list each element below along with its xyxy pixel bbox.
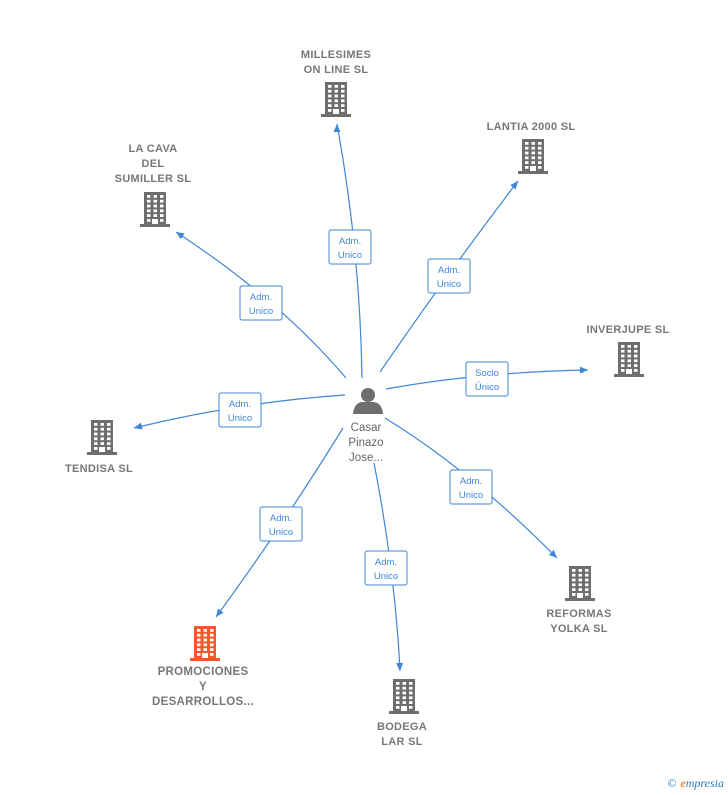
arrowhead-reformas xyxy=(548,549,557,558)
copyright-icon: © xyxy=(667,776,677,790)
company-name-reformas[interactable]: REFORMAS YOLKA SL xyxy=(546,608,612,635)
relation-label-promociones[interactable]: Adm. Unico xyxy=(259,506,303,542)
building-icon-promociones[interactable] xyxy=(190,626,220,661)
company-name-lacava[interactable]: LA CAVA DEL SUMILLER SL xyxy=(114,143,192,185)
arrowhead-lacava xyxy=(176,232,185,240)
relation-line-1: Adm. xyxy=(250,292,272,303)
building-icon-lacava[interactable] xyxy=(140,192,170,227)
building-icon-lantia[interactable] xyxy=(518,139,548,174)
building-icon-inverjupe[interactable] xyxy=(614,342,644,377)
relation-label-reformas[interactable]: Adm. Unico xyxy=(449,469,493,505)
relation-line-2: Unico xyxy=(338,250,362,261)
relation-line-1: Adm. xyxy=(375,557,397,568)
company-name-promociones[interactable]: PROMOCIONES Y DESARROLLOS... xyxy=(152,666,254,708)
arrowhead-lantia xyxy=(510,181,518,190)
empresia-footer[interactable]: ©empresia xyxy=(667,776,724,791)
relation-line-2: Unico xyxy=(459,490,483,501)
relation-label-bodega[interactable]: Adm. Unico xyxy=(364,550,408,586)
relation-line-2: Unico xyxy=(269,527,293,538)
building-icon-millesimes[interactable] xyxy=(321,82,351,117)
arrowhead-bodega xyxy=(396,662,404,671)
building-icon-reformas[interactable] xyxy=(565,566,595,601)
person-icon[interactable] xyxy=(353,388,383,414)
company-name-bodega[interactable]: BODEGA LAR SL xyxy=(376,721,428,748)
brand-name: mpresia xyxy=(685,776,724,790)
brand-e: e xyxy=(680,776,686,790)
relation-line-1: Socio xyxy=(475,368,499,379)
building-icon-tendisa[interactable] xyxy=(87,420,117,455)
relation-label-tendisa[interactable]: Adm. Unico xyxy=(218,392,262,428)
company-name-tendisa[interactable]: TENDISA SL xyxy=(65,463,133,475)
relation-line-1: Adm. xyxy=(460,476,482,487)
arrowhead-inverjupe xyxy=(579,366,588,374)
relation-line-1: Adm. xyxy=(270,513,292,524)
company-name-inverjupe[interactable]: INVERJUPE SL xyxy=(586,324,670,336)
arrowhead-promociones xyxy=(216,608,224,617)
company-name-lantia[interactable]: LANTIA 2000 SL xyxy=(486,121,576,133)
relation-line-2: Unico xyxy=(228,413,252,424)
relation-line-2: Unico xyxy=(437,279,461,290)
arrowhead-millesimes xyxy=(333,124,341,132)
relation-line-1: Adm. xyxy=(229,399,251,410)
relation-label-lacava[interactable]: Adm. Unico xyxy=(239,285,283,321)
building-icon-bodega[interactable] xyxy=(389,679,419,714)
person-name[interactable]: Casar Pinazo Jose... xyxy=(348,422,384,464)
arrowhead-tendisa xyxy=(134,422,143,430)
company-name-millesimes[interactable]: MILLESIMES ON LINE SL xyxy=(300,49,372,76)
relation-line-1: Adm. xyxy=(339,236,361,247)
relation-label-lantia[interactable]: Adm. Unico xyxy=(427,258,471,294)
relation-line-2: Unico xyxy=(249,306,273,317)
relation-line-1: Adm. xyxy=(438,265,460,276)
relation-line-2: Unico xyxy=(374,571,398,582)
relation-line-2: Único xyxy=(475,382,499,393)
relation-label-millesimes[interactable]: Adm. Unico xyxy=(328,229,372,265)
